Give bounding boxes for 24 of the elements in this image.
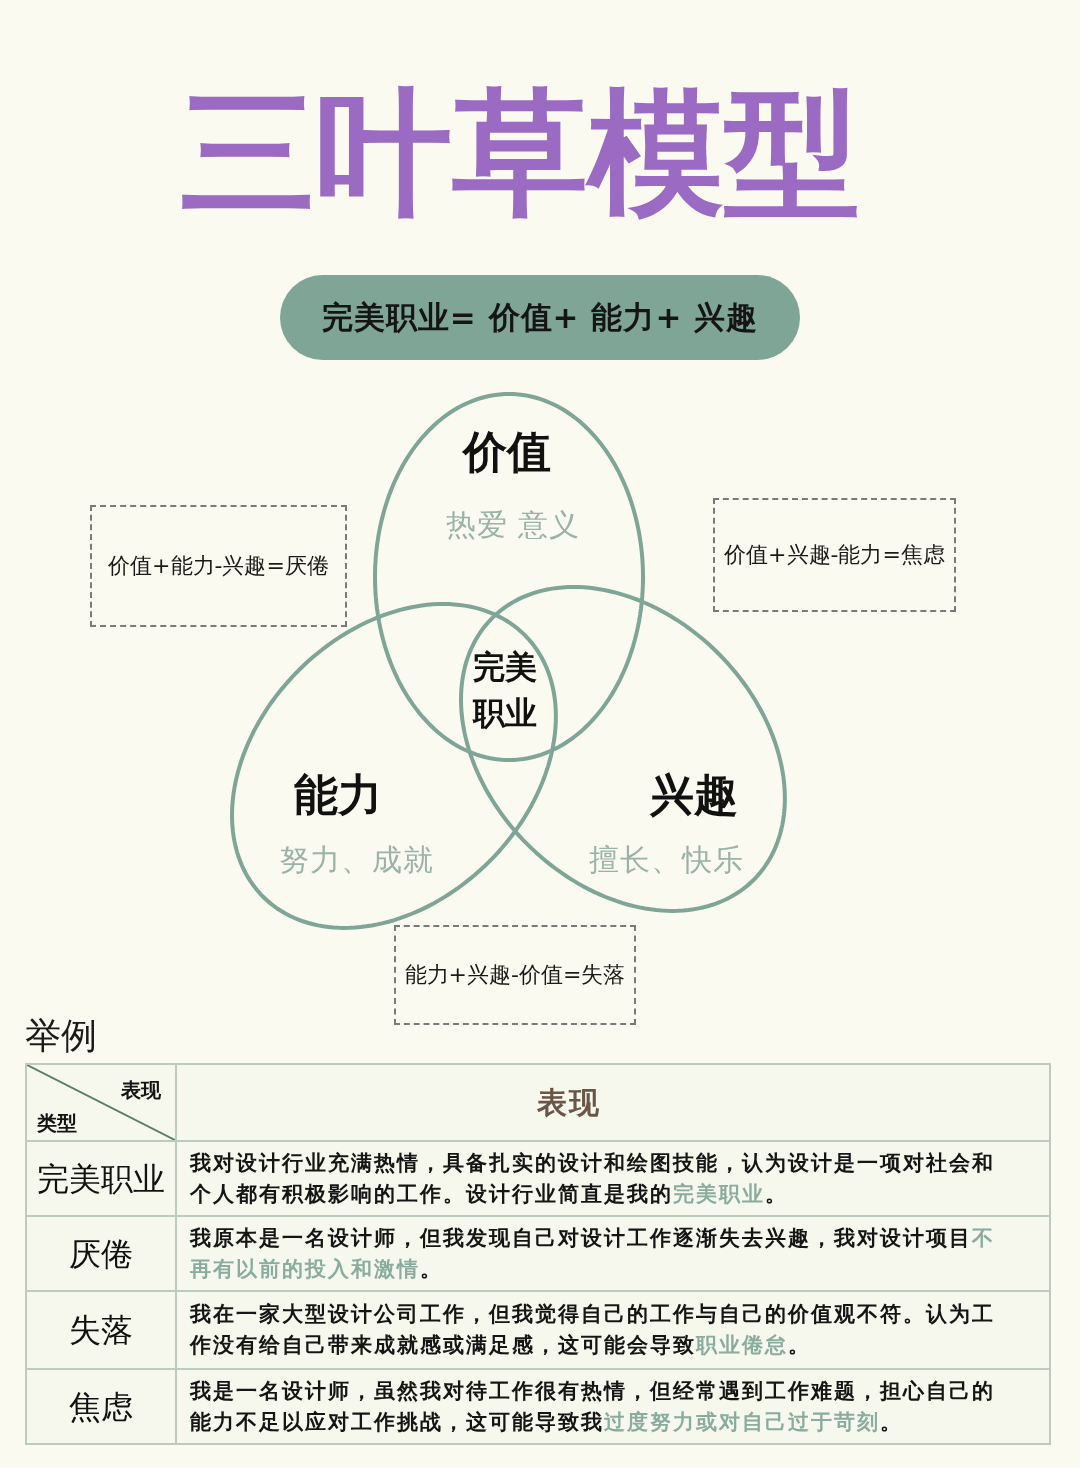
description-text: 我是一名设计师，虽然我对待工作很有热情，但经常遇到工作难题，担心自己的能力不足以应对工作挑战，这可能导致我过度努力或对自己过于苛刻。 bbox=[190, 1377, 996, 1436]
keyword-text: 擅长、快乐 bbox=[589, 841, 745, 879]
row-header: 厌倦 bbox=[69, 1233, 133, 1274]
row-header: 焦虑 bbox=[69, 1386, 133, 1427]
formula-box: 价值+兴趣-能力=焦虑 bbox=[713, 498, 956, 612]
category-title: 价值 bbox=[463, 426, 551, 478]
keyword-text: 努力、成就 bbox=[279, 841, 435, 879]
formula-box: 能力+兴趣-价值=失落 bbox=[394, 925, 636, 1025]
overlap-label: 完美职业 bbox=[471, 647, 538, 734]
title-heading: 三叶草模型 bbox=[180, 78, 860, 228]
row-header: 完美职业 bbox=[37, 1158, 165, 1199]
header-label: 类型 bbox=[37, 1110, 77, 1136]
formula-pill: 完美职业= 价值+ 能力+ 兴趣 bbox=[280, 275, 800, 360]
formula-box: 价值+能力-兴趣=厌倦 bbox=[90, 505, 347, 627]
section-heading: 举例 bbox=[25, 1014, 97, 1058]
column-header: 表现 bbox=[537, 1083, 601, 1122]
category-title: 能力 bbox=[294, 769, 382, 821]
description-text: 我对设计行业充满热情，具备扎实的设计和绘图技能，认为设计是一项对社会和个人都有积极影响的工作。设计行业简直是我的完美职业。 bbox=[190, 1149, 996, 1208]
header-label: 表现 bbox=[121, 1077, 161, 1103]
category-title: 兴趣 bbox=[650, 769, 738, 821]
description-text: 我在一家大型设计公司工作，但我觉得自己的工作与自己的价值观不符。认为工作没有给自己带来成就感或满足感，这可能会导致职业倦怠。 bbox=[190, 1301, 996, 1359]
description-text: 我原本是一名设计师，但我发现自己对设计工作逐渐失去兴趣，我对设计项目不再有以前的投入和激情。 bbox=[190, 1224, 996, 1283]
keyword-text: 热爱 意义 bbox=[445, 506, 581, 544]
row-header: 失落 bbox=[69, 1310, 133, 1350]
